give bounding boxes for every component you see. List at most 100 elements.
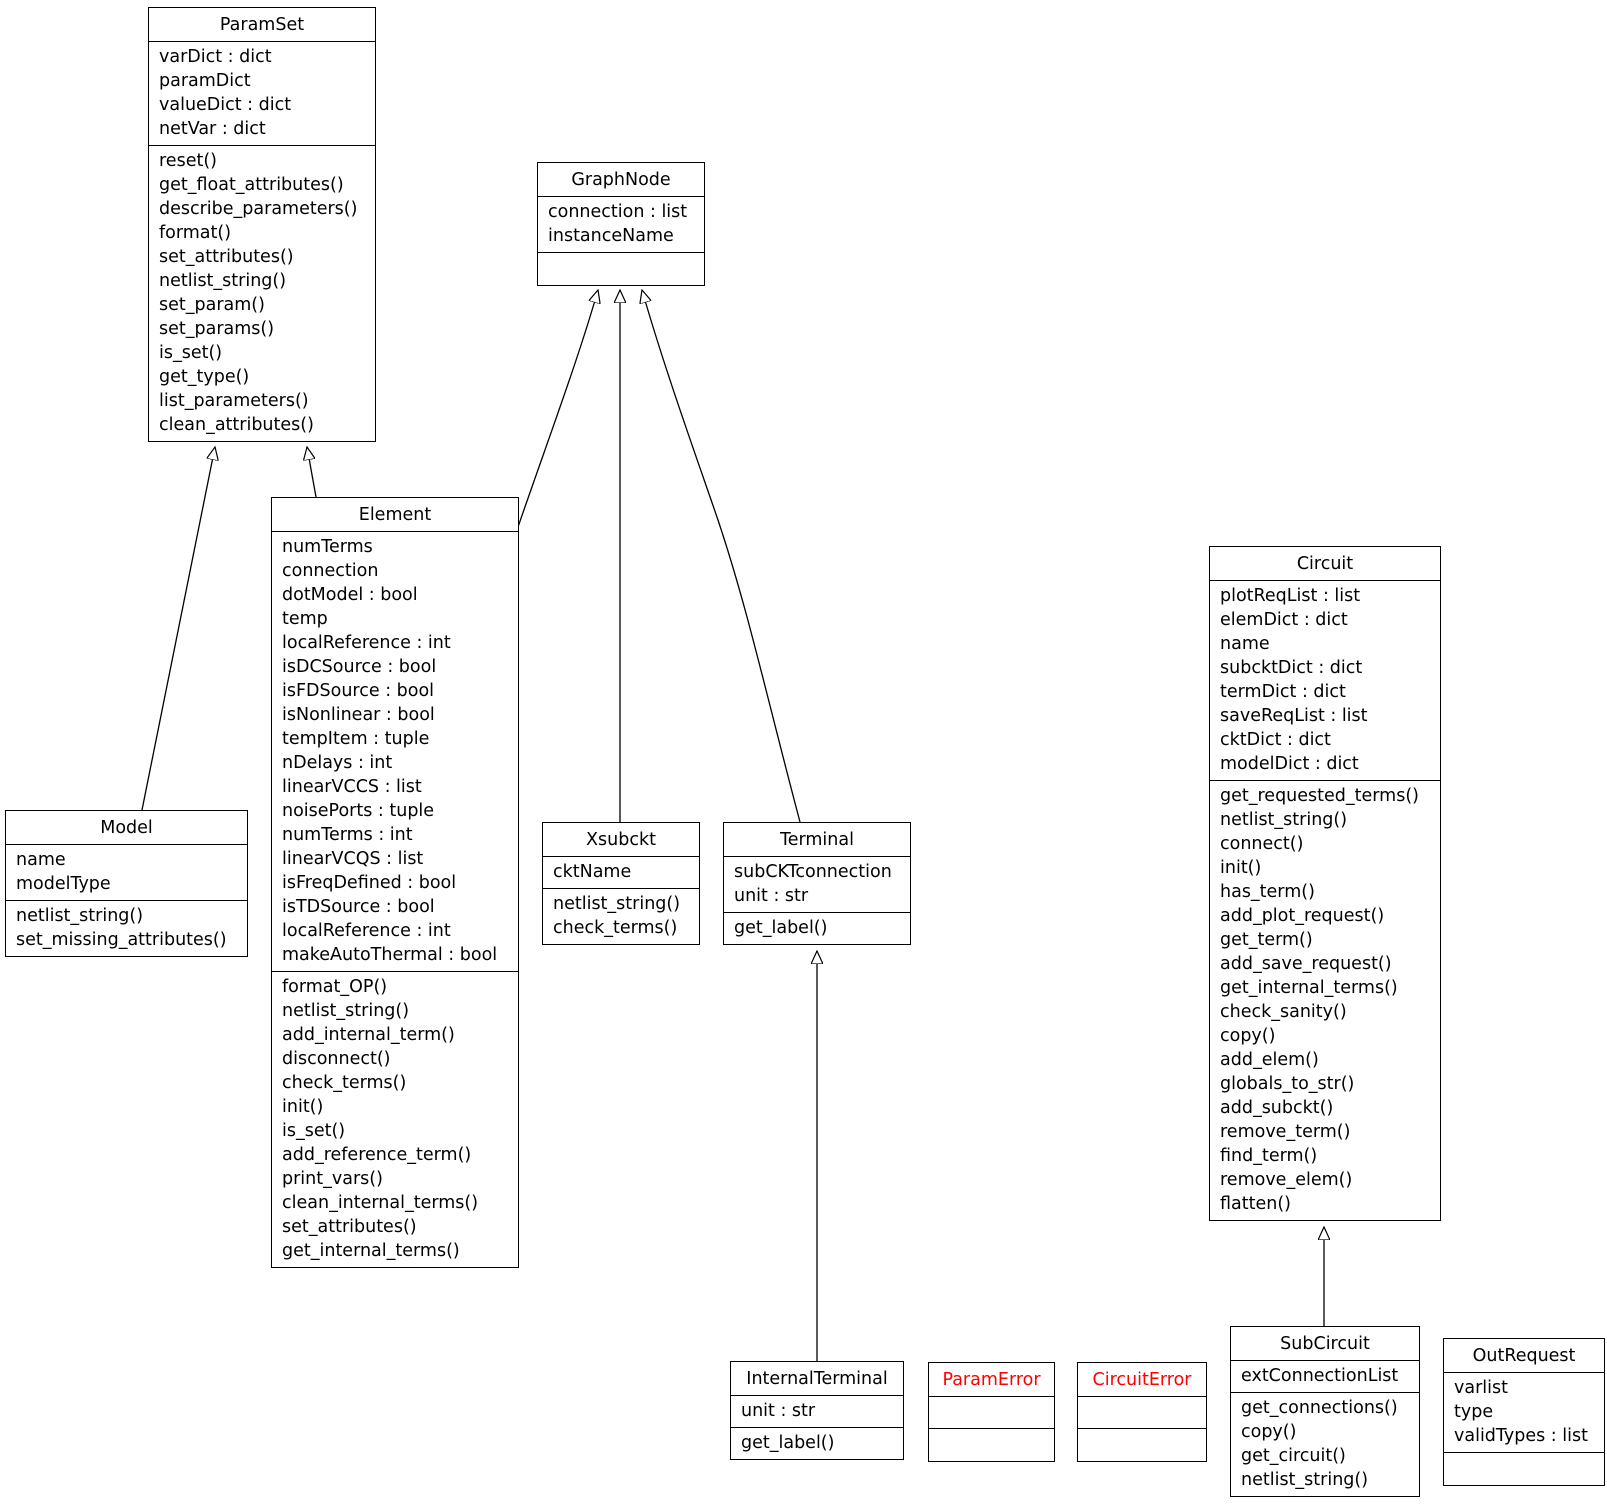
method-circuit: add_elem() (1220, 1050, 1319, 1070)
method-paramset: set_param() (159, 295, 265, 315)
method-paramset: set_attributes() (159, 247, 294, 267)
class-box-circuiterror[interactable]: CircuitError (1077, 1362, 1207, 1462)
method-element: format_OP() (282, 977, 388, 997)
method-paramset: format() (159, 223, 232, 243)
attribute-element: noisePorts : tuple (282, 801, 435, 821)
method-subcircuit: netlist_string() (1241, 1470, 1369, 1490)
class-box-paramerror[interactable]: ParamError (928, 1362, 1055, 1462)
attribute-element: makeAutoThermal : bool (282, 945, 498, 965)
attribute-circuit: termDict : dict (1220, 682, 1346, 702)
attribute-element: numTerms : int (282, 825, 413, 845)
class-name-graphnode: GraphNode (538, 163, 704, 197)
methods-section-internalterminal: get_label() (731, 1428, 903, 1459)
attribute-circuit: modelDict : dict (1220, 754, 1359, 774)
methods-section-circuiterror (1078, 1429, 1206, 1461)
method-element: add_internal_term() (282, 1025, 455, 1045)
method-paramset: describe_parameters() (159, 199, 358, 219)
method-circuit: init() (1220, 858, 1262, 878)
method-subcircuit: get_circuit() (1241, 1446, 1346, 1466)
attribute-element: linearVCCS : list (282, 777, 422, 797)
method-paramset: list_parameters() (159, 391, 309, 411)
class-name-model: Model (6, 811, 247, 845)
class-name-internalterminal: InternalTerminal (731, 1362, 903, 1396)
method-circuit: has_term() (1220, 882, 1315, 902)
method-element: init() (282, 1097, 324, 1117)
method-element: is_set() (282, 1121, 346, 1141)
arrow-model-to-paramset (141, 447, 215, 811)
method-model: netlist_string() (16, 906, 144, 926)
method-circuit: flatten() (1220, 1194, 1291, 1214)
method-circuit: connect() (1220, 834, 1304, 854)
method-paramset: clean_attributes() (159, 415, 314, 435)
arrow-element-to-paramset (307, 447, 317, 498)
method-element: add_reference_term() (282, 1145, 472, 1165)
attribute-element: nDelays : int (282, 753, 393, 773)
method-circuit: remove_elem() (1220, 1170, 1353, 1190)
methods-section-paramerror (929, 1429, 1054, 1461)
attribute-element: isNonlinear : bool (282, 705, 435, 725)
method-circuit: copy() (1220, 1026, 1276, 1046)
method-element: set_attributes() (282, 1217, 417, 1237)
attribute-terminal: unit : str (734, 886, 809, 906)
attribute-model: modelType (16, 874, 111, 894)
attribute-terminal: subCKTconnection (734, 862, 892, 882)
method-element: clean_internal_terms() (282, 1193, 479, 1213)
method-element: netlist_string() (282, 1001, 410, 1021)
arrow-element-to-graphnode (517, 290, 598, 528)
attribute-element: isFreqDefined : bool (282, 873, 457, 893)
attributes-section-circuit: plotReqList : list elemDict : dict name sub… (1210, 581, 1440, 781)
methods-section-xsubckt: netlist_string()check_terms() (543, 889, 699, 944)
attribute-element: dotModel : bool (282, 585, 418, 605)
method-circuit: find_term() (1220, 1146, 1318, 1166)
attribute-xsubckt: cktName (553, 862, 632, 882)
attribute-outrequest: type (1454, 1402, 1494, 1422)
method-paramset: get_type() (159, 367, 250, 387)
attribute-element: temp (282, 609, 328, 629)
attributes-section-internalterminal: unit : str (731, 1396, 903, 1428)
method-subcircuit: get_connections() (1241, 1398, 1398, 1418)
attribute-circuit: name (1220, 634, 1270, 654)
attributes-section-paramerror (929, 1397, 1054, 1429)
attribute-circuit: plotReqList : list (1220, 586, 1361, 606)
class-name-terminal: Terminal (724, 823, 910, 857)
methods-section-circuit: get_requested_terms()netlist_string()con… (1210, 781, 1440, 1220)
method-element: get_internal_terms() (282, 1241, 460, 1261)
attribute-element: localReference : int (282, 633, 451, 653)
attribute-element: isDCSource : bool (282, 657, 437, 677)
class-name-element: Element (272, 498, 518, 532)
methods-section-element: format_OP() netlist_string() add_internal_… (272, 972, 518, 1267)
attribute-circuit: elemDict : dict (1220, 610, 1348, 630)
attribute-paramset: netVar : dict (159, 119, 266, 139)
attribute-circuit: saveReqList : list (1220, 706, 1368, 726)
attributes-section-subcircuit: extConnectionList (1231, 1361, 1419, 1393)
methods-section-model: netlist_string()set_missing_attributes() (6, 901, 247, 956)
attribute-graphnode: connection : list (548, 202, 688, 222)
attribute-model: name (16, 850, 66, 870)
method-paramset: get_float_attributes() (159, 175, 344, 195)
methods-section-paramset: reset()get_float_attributes()describe_pa… (149, 146, 375, 441)
attribute-circuit: subcktDict : dict (1220, 658, 1363, 678)
method-circuit: add_subckt() (1220, 1098, 1334, 1118)
class-box-model[interactable]: Model name modelType netlist_string()set_mi… (5, 810, 248, 957)
attribute-element: connection (282, 561, 379, 581)
attributes-section-terminal: subCKTconnection unit : str (724, 857, 910, 913)
attribute-element: isTDSource : bool (282, 897, 435, 917)
methods-section-subcircuit: get_connections()copy()get_circuit()netl… (1231, 1393, 1419, 1496)
class-name-paramerror: ParamError (929, 1363, 1054, 1397)
methods-section-outrequest (1444, 1453, 1604, 1485)
attribute-element: isFDSource : bool (282, 681, 435, 701)
class-name-subcircuit: SubCircuit (1231, 1327, 1419, 1361)
